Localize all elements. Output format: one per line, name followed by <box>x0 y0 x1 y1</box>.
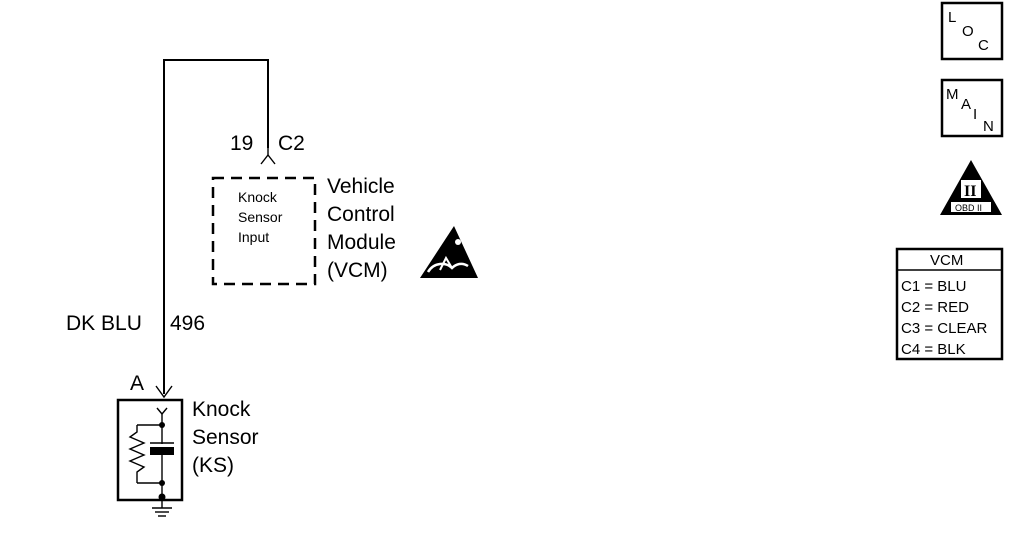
knock-sensor-symbol <box>128 407 174 501</box>
vcm-input-line-3: Input <box>238 229 269 245</box>
legend-row: C1 = BLU <box>901 278 966 295</box>
vcm-connector-legend: VCM C1 = BLU C2 = RED C3 = CLEAR C4 = BL… <box>895 247 1004 361</box>
legend-row: C4 = BLK <box>901 341 966 358</box>
svg-text:C: C <box>978 37 989 54</box>
svg-text:II: II <box>964 183 976 200</box>
vcm-input-line-2: Sensor <box>238 209 283 225</box>
vcm-input-line-1: Knock <box>238 189 278 205</box>
esd-warning-icon <box>420 226 478 278</box>
svg-text:L: L <box>948 9 956 26</box>
svg-text:M: M <box>946 86 959 103</box>
knock-sensor-box <box>116 398 184 502</box>
vcm-input-box <box>211 176 317 286</box>
vcm-name-line-1: Vehicle <box>327 175 395 198</box>
wire-arrowhead <box>155 385 173 399</box>
svg-text:A: A <box>961 96 971 113</box>
connector-id: C2 <box>278 132 305 155</box>
connector-pin: 19 <box>230 132 253 155</box>
sensor-name-line-3: (KS) <box>192 454 234 477</box>
main-icon: M A I N <box>940 78 1004 138</box>
ground-icon <box>152 500 172 517</box>
svg-text:O: O <box>962 23 974 40</box>
vcm-name-line-4: (VCM) <box>327 259 388 282</box>
connector-chevron <box>260 153 276 165</box>
circuit-wire <box>163 59 269 394</box>
svg-text:OBD II: OBD II <box>955 203 982 213</box>
wire-circuit: 496 <box>170 312 205 335</box>
legend-row: C2 = RED <box>901 299 969 316</box>
obd-ii-icon: II OBD II <box>940 160 1002 215</box>
svg-text:N: N <box>983 118 994 135</box>
svg-text:I: I <box>973 106 977 123</box>
loc-icon: L O C <box>940 1 1004 61</box>
vcm-name-line-2: Control <box>327 203 395 226</box>
sensor-name-line-1: Knock <box>192 398 251 421</box>
sensor-name-line-2: Sensor <box>192 426 259 449</box>
vcm-name-line-3: Module <box>327 231 396 254</box>
wire-color: DK BLU <box>66 312 142 335</box>
legend-row: C3 = CLEAR <box>901 320 987 337</box>
legend-title: VCM <box>930 252 963 269</box>
sensor-terminal: A <box>130 372 144 395</box>
